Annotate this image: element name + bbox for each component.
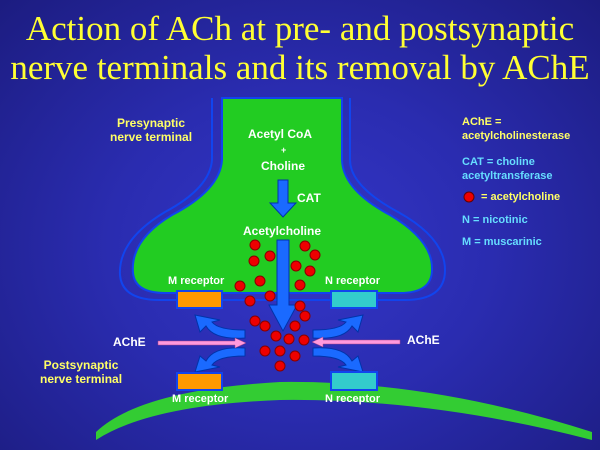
legend-ache-line-2: acetylcholinesterase xyxy=(462,130,571,142)
acetylcholine-dot xyxy=(270,330,282,342)
acetylcholine-dot xyxy=(259,345,271,357)
release-arrow xyxy=(268,239,298,333)
diffusion-arrows xyxy=(194,314,364,373)
m-receptor-pre xyxy=(176,290,223,309)
m-receptor-pre-label: M receptor xyxy=(168,275,225,287)
acetylcholine-label: Acetylcholine xyxy=(243,224,322,238)
acetylcholine-dot xyxy=(289,320,301,332)
m-receptor-post-label: M receptor xyxy=(172,393,229,405)
acetylcholine-dot xyxy=(234,280,246,292)
postsynaptic-line-1: Postsynaptic xyxy=(43,358,119,372)
postsynaptic-line-2: nerve terminal xyxy=(40,372,123,386)
acetylcholine-dot xyxy=(294,279,306,291)
legend-cat: CAT = choline acetyltransferase xyxy=(462,155,553,183)
n-receptor-pre-label: N receptor xyxy=(325,275,381,287)
presynaptic-line-2: nerve terminal xyxy=(110,130,193,144)
acetylcholine-dot xyxy=(299,310,311,322)
acetylcholine-dot xyxy=(248,255,260,267)
ache-arrows xyxy=(157,336,401,349)
legend-muscarinic: M = muscarinic xyxy=(462,236,542,248)
legend-ache-line-1: AChE = xyxy=(462,116,502,128)
acetylcholine-dot xyxy=(309,249,321,261)
acetylcholine-dot xyxy=(249,239,261,251)
legend-ach-dot xyxy=(463,191,475,203)
n-receptor-post xyxy=(330,371,378,391)
acetyl-coa-label: Acetyl CoA xyxy=(248,127,313,141)
legend-nicotinic: N = nicotinic xyxy=(462,214,528,226)
m-receptor-post xyxy=(176,372,223,391)
acetylcholine-dot xyxy=(298,334,310,346)
acetylcholine-molecules xyxy=(234,239,321,372)
legend-cat-line-2: acetyltransferase xyxy=(462,170,553,182)
acetylcholine-dot xyxy=(290,260,302,272)
postsynaptic-terminal xyxy=(96,381,592,440)
ache-right-label: AChE xyxy=(407,333,440,347)
acetylcholine-dot xyxy=(304,265,316,277)
acetylcholine-dot xyxy=(274,360,286,372)
n-receptor-pre xyxy=(330,290,378,309)
acetylcholine-dot xyxy=(254,275,266,287)
acetylcholine-dot xyxy=(289,350,301,362)
plus-label: + xyxy=(281,145,287,155)
acetylcholine-dot xyxy=(299,240,311,252)
acetylcholine-dot xyxy=(244,295,256,307)
legend-cat-line-1: CAT = choline xyxy=(462,156,535,168)
acetylcholine-dot xyxy=(274,345,286,357)
acetylcholine-dot xyxy=(283,333,295,345)
presynaptic-line-1: Presynaptic xyxy=(117,116,186,130)
acetylcholine-dot xyxy=(249,315,261,327)
legend-ach: = acetylcholine xyxy=(481,191,561,203)
legend-ache: AChE = acetylcholinesterase xyxy=(462,115,570,143)
cat-label: CAT xyxy=(297,191,321,205)
ache-left-label: AChE xyxy=(113,335,146,349)
title-line-1: Action of ACh at pre- and postsynaptic xyxy=(25,9,575,48)
acetylcholine-dot xyxy=(294,300,306,312)
acetylcholine-dot xyxy=(259,320,271,332)
n-receptor-post-label: N receptor xyxy=(325,393,381,405)
title-line-2: nerve terminals and its removal by AChE xyxy=(10,48,590,87)
acetylcholine-dot xyxy=(264,250,276,262)
acetylcholine-dot xyxy=(264,290,276,302)
choline-label: Choline xyxy=(261,159,305,173)
cat-arrow xyxy=(268,179,298,218)
